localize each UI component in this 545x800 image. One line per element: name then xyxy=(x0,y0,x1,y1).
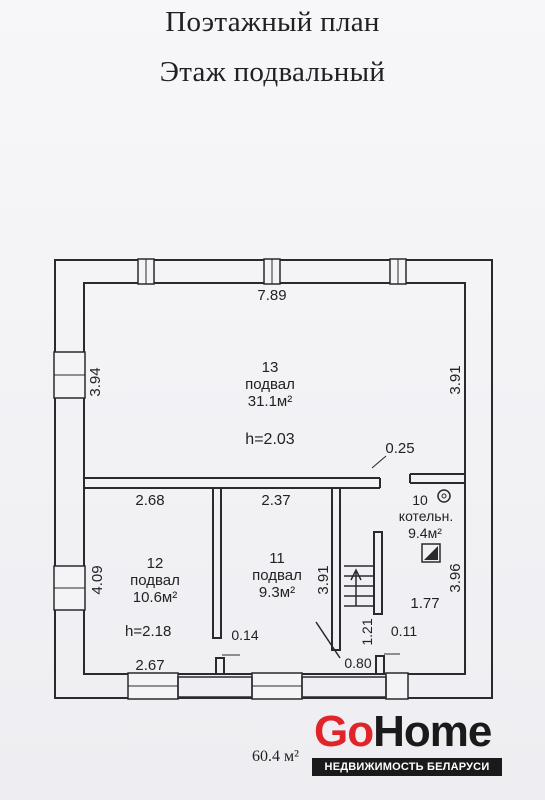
dim-room11-width: 2.37 xyxy=(261,492,290,509)
plan-title: Поэтажный план xyxy=(165,6,380,38)
dim-top-width: 7.89 xyxy=(257,287,286,304)
logo-wordmark: GoHome xyxy=(314,707,492,756)
partition-12-11 xyxy=(212,487,222,639)
room13-name: подвал xyxy=(245,376,295,393)
room10-name: котельн. xyxy=(399,508,453,524)
dim-bottom-width: 2.67 xyxy=(135,657,164,674)
room13-area: 31.1м² xyxy=(248,393,293,410)
dim-partition: 0.25 xyxy=(385,440,414,457)
total-area: 60.4 м² xyxy=(252,748,299,765)
dim-gap-014: 0.14 xyxy=(231,627,258,643)
partition-11-stair xyxy=(331,487,341,651)
room13-number: 13 xyxy=(262,359,279,376)
room11-area: 9.3м² xyxy=(259,584,295,601)
door-swing xyxy=(315,621,341,659)
dim-right-upper: 3.91 xyxy=(447,365,464,394)
dim-room12-width: 2.68 xyxy=(135,492,164,509)
dim-room10-depth: 3.96 xyxy=(447,563,464,592)
room12-number: 12 xyxy=(147,555,164,572)
boiler-icon xyxy=(421,489,451,563)
room10-area: 9.4м² xyxy=(408,525,442,541)
door-jamb xyxy=(375,655,385,675)
window-bottom-3 xyxy=(385,672,409,700)
room13-height: h=2.03 xyxy=(245,431,294,448)
dim-stair-width: 1.77 xyxy=(410,595,439,612)
dim-left-upper: 3.94 xyxy=(87,367,104,396)
stair-wall xyxy=(373,531,383,615)
floor-subtitle: Этаж подвальный xyxy=(159,56,386,88)
room11-name: подвал xyxy=(252,567,302,584)
wall-seg-1 xyxy=(177,676,253,698)
dim-stair-len: 1.21 xyxy=(359,618,375,645)
dim-gap-011: 0.11 xyxy=(391,623,417,639)
room11-number: 11 xyxy=(269,550,285,567)
stairs xyxy=(315,565,374,659)
room12-height: h=2.18 xyxy=(125,623,171,640)
room12-name: подвал xyxy=(130,572,180,589)
gohome-logo[interactable]: GoHome НЕДВИЖИМОСТЬ БЕЛАРУСИ xyxy=(312,707,502,776)
logo-home: Home xyxy=(373,707,492,756)
room10-number: 10 xyxy=(412,492,428,508)
dim-room11-depth: 3.91 xyxy=(315,565,332,594)
dim-room12-depth: 4.09 xyxy=(89,565,106,594)
room12-area: 10.6м² xyxy=(133,589,178,606)
logo-tagline: НЕДВИЖИМОСТЬ БЕЛАРУСИ xyxy=(312,758,502,776)
dim-door: 0.80 xyxy=(344,655,371,671)
logo-go: Go xyxy=(314,707,374,756)
wall-seg-2 xyxy=(301,676,387,698)
pier xyxy=(215,657,225,675)
